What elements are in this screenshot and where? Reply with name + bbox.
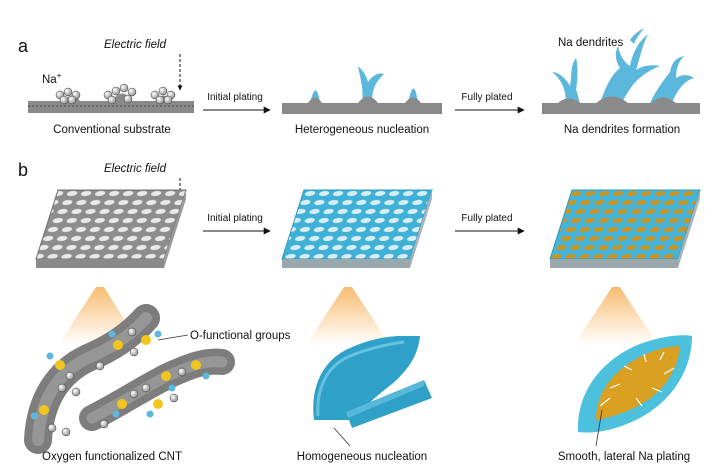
arrow-label-fully-plated-a: Fully plated [461, 92, 512, 103]
ion-cluster-3 [150, 86, 176, 105]
laterally-plated-cnt [577, 335, 692, 433]
panel-label-b: b [18, 160, 28, 180]
na-dendrites-substrate [542, 28, 700, 114]
plating-leader-line [595, 409, 603, 447]
o-groups-leader-line [157, 334, 189, 341]
arrow-label-initial-plating-a: Initial plating [207, 92, 263, 103]
caption-smooth-lateral-plating: Smooth, lateral Na plating [558, 451, 690, 463]
panel-label-a: a [18, 36, 29, 56]
heterogeneous-nucleation-substrate [282, 66, 442, 114]
caption-heterogeneous-nucleation: Heterogeneous nucleation [295, 124, 429, 136]
zoom-beam-2 [306, 287, 390, 345]
electric-field-label-b: Electric field [104, 163, 167, 175]
arrow-label-fully-plated-b: Fully plated [461, 213, 512, 224]
o-functional-groups [30, 330, 210, 420]
electric-field-label-a: Electric field [104, 39, 167, 51]
cnt-mesh-gray [35, 189, 187, 268]
nucleation-leader-line [333, 427, 351, 447]
na-dendrites-label: Na dendrites [558, 37, 623, 49]
caption-na-dendrites-formation: Na dendrites formation [564, 124, 680, 136]
lateral-growth-arrows [599, 351, 675, 407]
ion-cluster-1 [55, 87, 81, 105]
sodium-ion-clusters [55, 83, 176, 105]
adsorbed-sodium-ions [47, 327, 187, 437]
zoom-beam-3 [574, 287, 658, 345]
o-functional-groups-label: O-functional groups [190, 330, 291, 342]
caption-homogeneous-nucleation: Homogeneous nucleation [297, 451, 427, 463]
caption-oxygen-functionalized-cnt: Oxygen functionalized CNT [42, 451, 182, 463]
caption-conventional-substrate: Conventional substrate [53, 124, 171, 136]
sodium-coated-cnt [313, 336, 432, 428]
cnt-mesh-fully-plated [549, 189, 701, 268]
sodium-ion-label: Na+ [42, 71, 62, 86]
ion-cluster-2 [103, 83, 137, 105]
arrow-label-initial-plating-b: Initial plating [207, 213, 263, 224]
cnt-mesh-sodium-coated [281, 189, 433, 268]
